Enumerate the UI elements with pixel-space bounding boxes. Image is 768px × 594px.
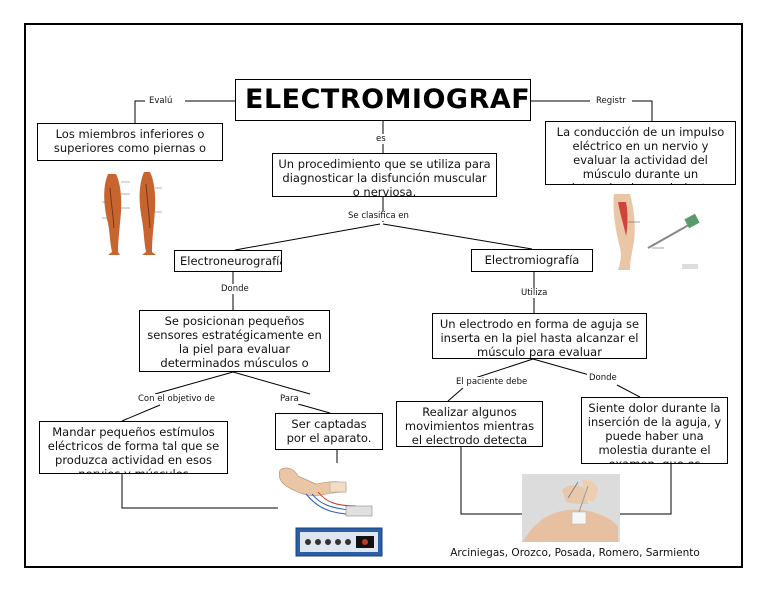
box-conduccion: La conducción de un impulso eléctrico en…	[545, 121, 736, 185]
label-objetivo: Con el objetivo de	[136, 394, 217, 404]
label-registra: Registr	[594, 96, 628, 106]
box-electrodo: Un electrodo en forma de aguja se insert…	[432, 313, 647, 359]
label-donde-left: Donde	[219, 284, 251, 294]
label-paciente: El paciente debe	[454, 377, 530, 387]
box-realizar: Realizar algunos movimientos mientras el…	[396, 401, 543, 447]
page-title: ELECTROMIOGRAF	[235, 79, 531, 121]
leg-electrode-image	[613, 194, 700, 270]
foot-electrode-photo	[522, 474, 620, 542]
label-evalua: Evalú	[147, 96, 175, 106]
leg-muscles-image	[102, 172, 162, 255]
box-captadas: Ser captadas por el aparato.	[275, 413, 383, 450]
box-mandar: Mandar pequeños estímulos eléctricos de …	[39, 421, 228, 474]
box-procedimiento: Un procedimiento que se utiliza para dia…	[272, 153, 497, 197]
label-para: Para	[278, 394, 301, 404]
label-es: es	[374, 134, 388, 144]
label-donde-right: Donde	[587, 373, 619, 383]
arm-device-image	[278, 467, 383, 557]
box-miembros: Los miembros inferiores o superiores com…	[37, 123, 223, 161]
credits-text: Arciniegas, Orozco, Posada, Romero, Sarm…	[450, 547, 700, 559]
box-electroneurografia: Electroneurografía	[174, 250, 282, 272]
box-sensores: Se posicionan pequeños sensores estratég…	[139, 310, 330, 372]
box-electromiografia: Electromiografía	[471, 249, 593, 272]
label-utiliza: Utiliza	[519, 288, 550, 298]
diagram-frame	[24, 23, 743, 568]
box-dolor: Siente dolor durante la inserción de la …	[581, 397, 728, 464]
label-clasifica: Se clasifica en	[346, 211, 411, 221]
